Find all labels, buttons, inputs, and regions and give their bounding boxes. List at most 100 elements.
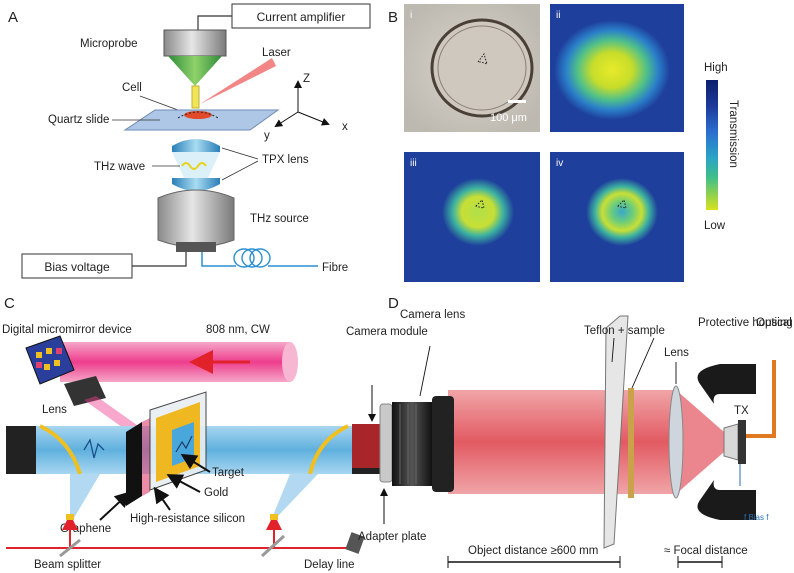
amplifier-wire: [197, 15, 232, 30]
subpanel-iv-label: iv: [556, 158, 563, 169]
thz-wave-label: THz wave: [94, 161, 145, 173]
bias-wire: [132, 252, 187, 267]
teflon-label: Teflon + sample: [584, 325, 665, 337]
graphene-arrow: [99, 491, 131, 521]
heat-spot-iii: [442, 178, 514, 246]
subpanel-iii-label: iii: [410, 158, 417, 169]
sample-leader: [631, 337, 655, 389]
heat-spot-ii: [554, 20, 670, 120]
lens-d-label: Lens: [664, 347, 689, 359]
delay-line-label: Delay line: [304, 559, 355, 571]
panel-a-letter: A: [8, 9, 18, 26]
thz-pulse-icon: [83, 438, 105, 459]
housing-label-1: Protective housing: [698, 317, 793, 329]
panel-c: C Digital micromirror device 808 nm, CW …: [2, 295, 384, 571]
target-pattern-icon: [175, 435, 193, 453]
housing-bottom-icon: [697, 480, 756, 520]
beam-cone: [676, 390, 724, 494]
panel-c-letter: C: [4, 295, 15, 312]
colorbar: [706, 80, 718, 210]
scale-bar: [508, 100, 526, 103]
dmd-label: Digital micromirror device: [2, 324, 132, 336]
hr-silicon-label: High-resistance silicon: [130, 513, 245, 525]
bias-label: f Bias f: [744, 513, 769, 522]
camera-module-icon: [352, 424, 382, 468]
teflon-leader: [611, 337, 615, 363]
x-axis: [297, 111, 330, 126]
fibre-label: Fibre: [322, 262, 348, 274]
thz-beam-down-right: [272, 474, 318, 518]
target-arrow: [180, 453, 211, 473]
adapter-plate-icon: [379, 403, 393, 483]
tx-mount: [738, 420, 746, 464]
cell-label: Cell: [122, 82, 142, 94]
pump-laser-beam: [60, 342, 290, 382]
mirror-left-icon: [39, 424, 82, 475]
thz-wave-icon: [181, 162, 207, 170]
fibre-line: [201, 252, 236, 267]
photoconductor-left: [66, 514, 74, 520]
quartz-slide-icon: [123, 109, 280, 131]
bias-voltage-box: [21, 253, 133, 279]
thz-source-base: [176, 242, 216, 252]
dmd-pixels-pink: [36, 348, 62, 368]
focal-distance-label: ≈ Focal distance: [664, 545, 748, 557]
microprobe-label: Microprobe: [80, 38, 138, 50]
beam-splitter-icon: [59, 538, 81, 558]
bias-voltage-label: Bias voltage: [44, 260, 110, 274]
panel-d-letter: D: [388, 295, 399, 312]
emitter-left: [6, 426, 36, 474]
dmd-pixels: [36, 348, 60, 370]
sample-layer: [628, 388, 634, 498]
probe-needle: [191, 85, 200, 109]
panel-a: A Current amplifier Microprobe Laser Cel…: [8, 3, 371, 279]
optical-fiber-icon: [746, 360, 776, 438]
thz-source-label: THz source: [250, 213, 309, 225]
thz-focus-cone: [172, 152, 220, 178]
tx-emitter-icon: [723, 423, 739, 461]
current-amplifier-label: Current amplifier: [257, 10, 346, 24]
housing-top-icon: [697, 364, 756, 404]
tx-label: TX: [734, 405, 749, 417]
hr-silicon-arrow: [153, 486, 171, 511]
panel-b-letter: B: [388, 9, 398, 26]
camera-lens-icon: [392, 402, 432, 486]
cell-outline: [177, 111, 219, 119]
optical-fiber-label: Optical fiber: [756, 317, 794, 329]
z-axis-label: Z: [303, 73, 310, 85]
camera-lens-front: [432, 396, 454, 492]
fibre-coil-icon: [233, 248, 271, 268]
scale-bar-label: 100 μm: [490, 112, 527, 124]
mirror-right-icon: [308, 424, 349, 475]
delay-line-icon: [260, 532, 365, 558]
camera-lens-label: Camera lens: [400, 309, 465, 321]
tpx-lens-top-icon: [172, 139, 220, 152]
cell-inner-ring: [437, 25, 527, 111]
gold-label: Gold: [204, 487, 228, 499]
gold-arrow: [166, 474, 201, 493]
target-label: Target: [212, 467, 245, 479]
heat-spot-iv: [586, 178, 658, 246]
laser-beam-icon: [200, 58, 276, 104]
teflon-plate-icon: [603, 315, 629, 549]
subpanel-i-label: i: [410, 10, 412, 21]
microprobe-tip-icon: [168, 56, 222, 86]
laser-spec-label: 808 nm, CW: [206, 324, 270, 336]
adapter-plate-label: Adapter plate: [358, 531, 426, 543]
camera-lens-leader: [419, 345, 431, 397]
subpanel-ii-label: ii: [556, 10, 560, 21]
tpx-leader-top: [221, 147, 259, 160]
graphene-layer: [126, 422, 142, 506]
tpx-leader-bottom: [221, 160, 259, 181]
y-axis: [274, 111, 299, 128]
cell-nucleus-marker: [477, 52, 488, 65]
beam-splitter-label: Beam splitter: [34, 559, 101, 571]
laser-label: Laser: [262, 47, 291, 59]
thz-source-icon: [157, 189, 235, 248]
lens-d-icon: [668, 385, 684, 499]
object-distance-label: Object distance ≥600 mm: [468, 545, 598, 557]
tpx-lens-bottom-icon: [172, 178, 220, 191]
thz-beam-down-left: [70, 474, 100, 518]
graphene-highlight: [142, 418, 150, 496]
